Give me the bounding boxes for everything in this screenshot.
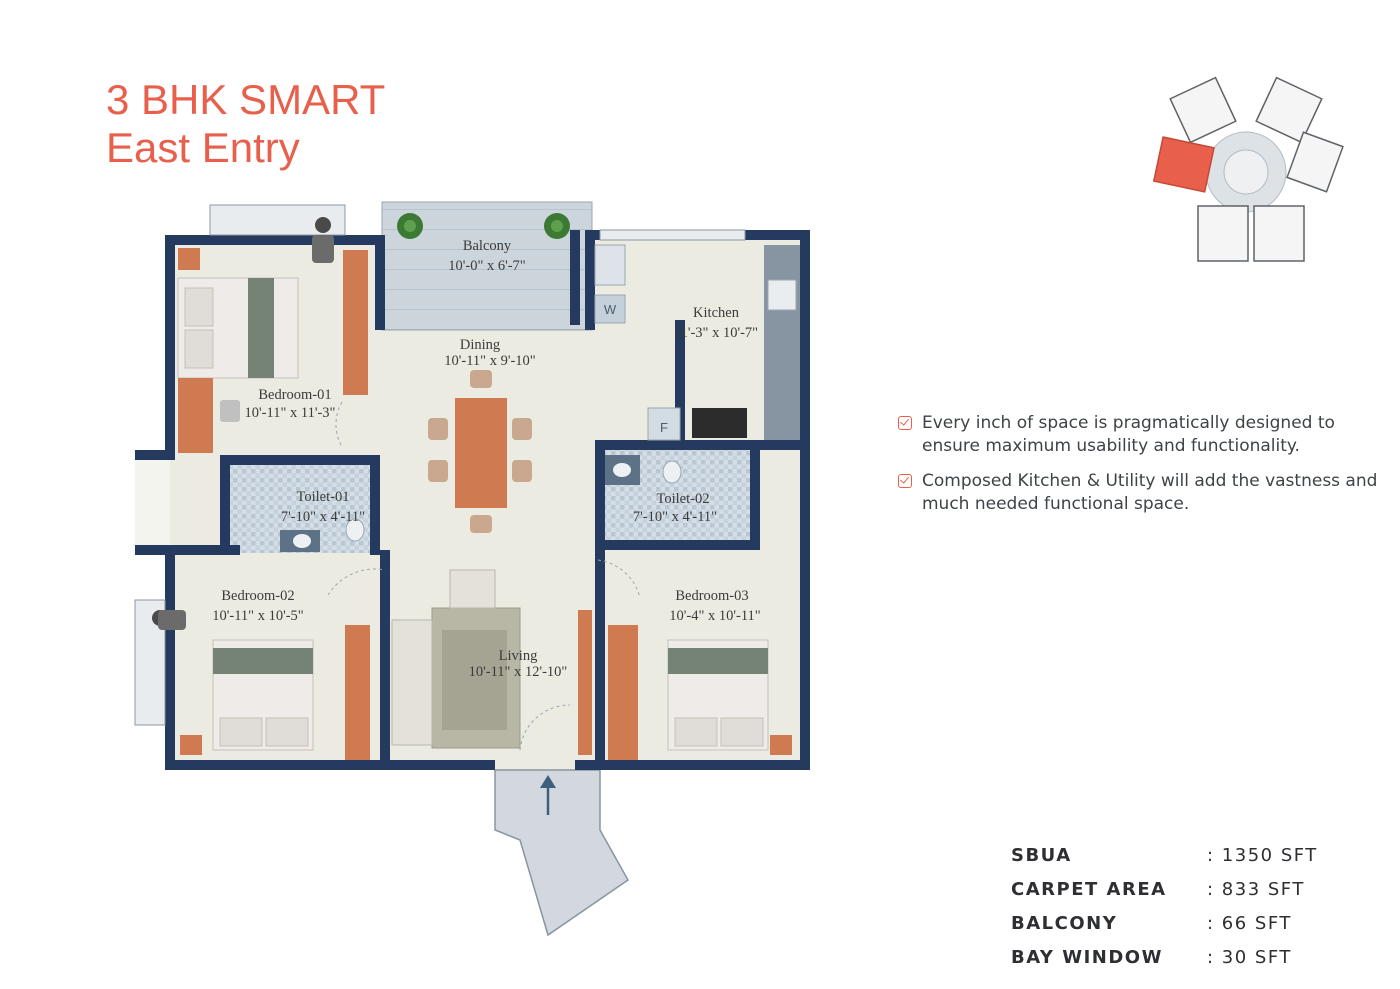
room-size-living: 10'-11" x 12'-10" (469, 664, 568, 680)
feature-item: Composed Kitchen & Utility will add the … (898, 470, 1378, 516)
room-name-bedroom-02: Bedroom-02 (221, 588, 294, 604)
plan-subtitle: East Entry (106, 124, 300, 171)
washer-label: W (604, 302, 617, 317)
room-size-balcony: 10'-0" x 6'-7" (448, 258, 526, 274)
room-name-toilet-02: Toilet-02 (657, 491, 710, 507)
feature-text: Every inch of space is pragmatically des… (922, 413, 1335, 456)
room-size-dining: 10'-11" x 9'-10" (444, 353, 536, 369)
area-value: : 66 SFT (1207, 912, 1292, 934)
room-name-kitchen: Kitchen (693, 305, 740, 321)
room-size-bedroom-03: 10'-4" x 10'-11" (669, 608, 761, 624)
checkbox-icon (898, 416, 912, 430)
walls (135, 230, 810, 770)
bedroom-01-furniture (177, 217, 368, 453)
area-row: CARPET AREA : 833 SFT (1011, 872, 1318, 906)
key-plan (1152, 76, 1344, 262)
feature-text: Composed Kitchen & Utility will add the … (922, 471, 1378, 514)
plant-icon (397, 213, 423, 239)
entrance-ramp (494, 769, 629, 937)
door-swings (327, 401, 641, 751)
room-size-toilet-02: 7'-10" x 4'-11" (633, 509, 717, 525)
room-name-bedroom-03: Bedroom-03 (675, 588, 748, 604)
area-table: SBUA : 1350 SFT CARPET AREA : 833 SFT BA… (1011, 838, 1318, 974)
room-name-balcony: Balcony (463, 238, 512, 254)
area-label: SBUA (1011, 844, 1072, 866)
bedroom-03-furniture (578, 610, 792, 760)
area-value: : 833 SFT (1207, 878, 1305, 900)
plan-title: 3 BHK SMART (106, 76, 386, 123)
room-size-bedroom-01: 10'-11" x 11'-3" (245, 405, 336, 421)
kitchen-fixtures: W F (594, 244, 800, 441)
room-name-bedroom-01: Bedroom-01 (258, 387, 331, 403)
room-size-kitchen: 11'-3" x 10'-7" (674, 325, 758, 341)
area-label: CARPET AREA (1011, 878, 1167, 900)
room-name-toilet-01: Toilet-01 (297, 489, 350, 505)
area-value: : 30 SFT (1207, 946, 1292, 968)
area-value: : 1350 SFT (1207, 844, 1318, 866)
features-list: Every inch of space is pragmatically des… (898, 412, 1378, 528)
feature-item: Every inch of space is pragmatically des… (898, 412, 1378, 458)
living-furniture (391, 569, 521, 749)
person-icon (152, 610, 186, 630)
area-label: BALCONY (1011, 912, 1118, 934)
fridge-label: F (660, 420, 668, 435)
toilet-fixtures (280, 455, 682, 552)
dining-furniture (428, 370, 532, 533)
room-size-bedroom-02: 10'-11" x 10'-5" (212, 608, 304, 624)
bedroom-02-furniture (152, 610, 370, 760)
area-row: SBUA : 1350 SFT (1011, 838, 1318, 872)
checkbox-icon (898, 474, 912, 488)
room-name-living: Living (499, 648, 538, 664)
person-icon (312, 217, 334, 263)
area-row: BAY WINDOW : 30 SFT (1011, 940, 1318, 974)
room-labels: Balcony 10'-0" x 6'-7" Kitchen 11'-3" x … (212, 238, 761, 680)
room-name-dining: Dining (460, 337, 500, 353)
area-label: BAY WINDOW (1011, 946, 1163, 968)
floor-plan: W F Balcony 10'-0" x 6'-7" Kitchen 11'-3… (134, 201, 810, 937)
plant-icon (544, 213, 570, 239)
highlighted-unit (1152, 136, 1215, 193)
area-row: BALCONY : 66 SFT (1011, 906, 1318, 940)
room-size-toilet-01: 7'-10" x 4'-11" (281, 509, 365, 525)
entry-arrow-icon (540, 775, 556, 815)
